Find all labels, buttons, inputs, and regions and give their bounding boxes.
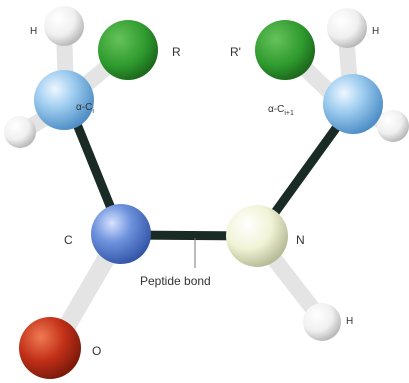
hydrogen-amide: [303, 303, 341, 341]
hydrogen-top-right: [327, 8, 367, 48]
atoms: [4, 6, 409, 379]
r-group-atom: [98, 20, 158, 80]
label-r: R: [172, 45, 181, 59]
r-prime-group-atom: [255, 20, 315, 80]
label-peptide-bond: Peptide bond: [140, 274, 211, 288]
label-h-top-right: H: [372, 26, 379, 37]
hydrogen-top-left: [44, 6, 84, 46]
label-c: C: [64, 233, 73, 247]
oxygen-atom: [19, 317, 81, 379]
label-h-top-left: H: [30, 26, 37, 37]
label-alpha-c-left: α-Ci: [76, 102, 94, 115]
carbonyl-carbon-atom: [91, 204, 151, 264]
label-n: N: [296, 233, 305, 247]
alpha-carbon-left: [34, 70, 94, 130]
alpha-carbon-right: [323, 74, 383, 134]
labels: H R α-Ci R' H α-Ci+1 C N Peptide bond O …: [30, 26, 379, 358]
label-o: O: [92, 344, 101, 358]
nitrogen-atom: [226, 205, 288, 267]
hydrogen-left-low: [4, 116, 36, 148]
label-h-amide: H: [346, 316, 353, 327]
hydrogen-right-low: [377, 110, 409, 142]
label-alpha-c-right: α-Ci+1: [268, 104, 294, 117]
label-r-prime: R': [230, 45, 241, 59]
